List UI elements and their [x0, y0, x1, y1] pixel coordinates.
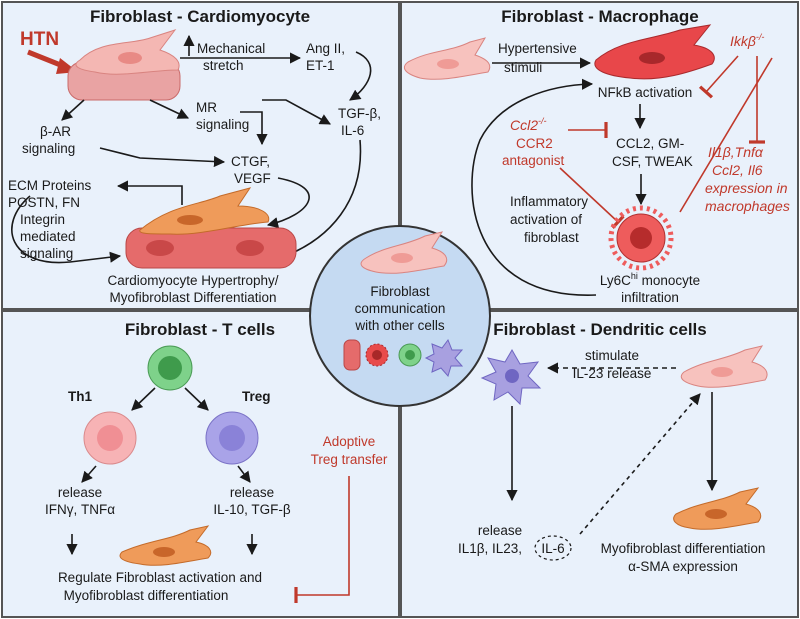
arrow-tgf-out: [278, 139, 362, 260]
panel-title-macrophage: Fibroblast - Macrophage: [501, 7, 698, 26]
fibroblast-icon-dendritic-panel: [680, 345, 768, 388]
ccl-label-2: CSF, TWEAK: [612, 154, 693, 169]
arrow-cell-ecm: [116, 180, 183, 205]
bar-label-1: β-AR: [40, 124, 71, 139]
th1-label: Th1: [68, 389, 92, 404]
ccr2-label: CCR2: [516, 136, 553, 151]
ccl-label-1: CCL2, GM-: [616, 136, 684, 151]
ecm-label-3: Integrin: [20, 212, 65, 227]
adoptive-label-1: Adoptive: [323, 434, 376, 449]
hyp-label-2: stimuli: [504, 60, 542, 75]
outcome-label-1: Cardiomyocyte Hypertrophy/: [107, 273, 278, 288]
panel-title-dendritic: Fibroblast - Dendritic cells: [493, 320, 707, 339]
il-label-4: macrophages: [705, 198, 790, 214]
tgf-label-1: TGF-β,: [338, 106, 381, 121]
th1-release-label-1: release: [58, 485, 102, 500]
nfkb-label: NFkB activation: [598, 85, 693, 100]
arrow-ecm-loop: [11, 195, 122, 264]
arrow-mr-ctgf: [240, 111, 268, 146]
center-label-1: Fibroblast: [370, 284, 430, 299]
myofibroblast-icon-tcell-panel: [119, 525, 212, 566]
adoptive-label-2: Treg transfer: [311, 452, 388, 467]
mr-label-1: MR: [196, 100, 217, 115]
ctgf-label-1: CTGF,: [231, 154, 270, 169]
ecm-label-4: mediated: [20, 229, 76, 244]
treg-release-label-1: release: [230, 485, 274, 500]
infl-label-3: fibroblast: [524, 230, 579, 245]
inhibit-adoptive: [294, 476, 350, 603]
inhibit-ccr2: [559, 167, 625, 229]
fibroblast-icon-macrophage-panel: [404, 37, 491, 80]
t-cell-icon: [147, 345, 193, 391]
il-label-3: expression in: [705, 180, 788, 196]
arrow-mr-tgf: [262, 99, 331, 125]
center-label-3: with other cells: [354, 318, 445, 333]
arrow-th1-release: [81, 465, 97, 483]
inhibit-ikkb-ly6c: [679, 57, 773, 213]
infl-label-2: activation of: [510, 212, 582, 227]
stimulate-label-2: IL-23 release: [573, 366, 652, 381]
ccl2ko-label: Ccl2-/-: [510, 116, 547, 133]
antagonist-label: antagonist: [502, 153, 565, 168]
activated-fibroblast-icon: [594, 24, 715, 80]
arrow-bar-ctgf: [99, 147, 226, 168]
center-label-2: communication: [355, 301, 446, 316]
treg-label: Treg: [242, 389, 271, 404]
dc-release-label-1: release: [478, 523, 522, 538]
cardiomyocyte-fibroblast-icon: [67, 29, 181, 101]
monocyte-icon: [608, 205, 674, 271]
dendritic-cell-icon: [480, 349, 542, 406]
panel-title-tcells: Fibroblast - T cells: [125, 320, 275, 339]
arrow-to-mr: [149, 99, 190, 119]
mech-label-2: stretch: [203, 58, 244, 73]
arrow-ctgf-out: [266, 177, 310, 229]
regulate-label-2: Myofibroblast differentiation: [64, 588, 229, 603]
infl-label-1: Inflammatory: [510, 194, 588, 209]
dc-release-label-2: IL1β, IL23,: [458, 541, 522, 556]
il-label-1: Il1β,Tnfα: [708, 144, 764, 160]
outcome-label-2: Myofibroblast Differentiation: [109, 290, 276, 305]
myofibroblast-icon-dendritic-panel: [673, 487, 762, 530]
center-fibroblast-icon: [360, 231, 448, 274]
mech-label-1: Mechanical: [197, 41, 265, 56]
htn-label: HTN: [20, 29, 59, 50]
center-cell-icons: [343, 338, 464, 378]
il6-highlight: [534, 535, 572, 561]
arrow-treg-release: [237, 465, 251, 483]
treg-cell-icon: [205, 411, 259, 465]
arrow-ang-tgf: [349, 51, 372, 101]
ly6c-label: Ly6Chi monocyte: [600, 271, 700, 288]
inhibit-ikkb-nfkb: [698, 55, 739, 99]
arrow-feedback: [471, 78, 597, 296]
myo-label-1: Myofibroblast differentiation: [601, 541, 766, 556]
mr-label-2: signaling: [196, 117, 249, 132]
panel-title-cardiomyocyte: Fibroblast - Cardiomyocyte: [90, 7, 310, 26]
th1-release-label-2: IFNγ, TNFα: [45, 502, 115, 517]
il-label-2: Ccl2, Il6: [712, 162, 763, 178]
arrow-t-treg: [184, 387, 209, 411]
myofibroblast-cardiomyocyte-icon: [125, 187, 297, 269]
ikkb-label: Ikkβ-/-: [730, 32, 764, 49]
ecm-label-5: signaling: [20, 246, 73, 261]
bar-label-2: signaling: [22, 141, 75, 156]
ang-label-2: ET-1: [306, 58, 335, 73]
myo-label-2: α-SMA expression: [628, 559, 738, 574]
ecm-label-1: ECM Proteins: [8, 178, 92, 193]
th1-cell-icon: [83, 411, 137, 465]
treg-release-label-2: IL-10, TGF-β: [213, 502, 291, 517]
ctgf-label-2: VEGF: [234, 171, 271, 186]
arrow-to-bar: [61, 99, 85, 121]
arrow-t-th1: [131, 387, 156, 411]
arrow-il6-fib: [579, 393, 701, 535]
il6-label: IL-6: [541, 541, 564, 556]
regulate-label-1: Regulate Fibroblast activation and: [58, 570, 262, 585]
hyp-label-1: Hypertensive: [498, 41, 577, 56]
ang-label-1: Ang II,: [306, 41, 345, 56]
infiltration-label: infiltration: [621, 290, 679, 305]
tgf-label-2: IL-6: [341, 123, 364, 138]
stimulate-label-1: stimulate: [585, 348, 639, 363]
